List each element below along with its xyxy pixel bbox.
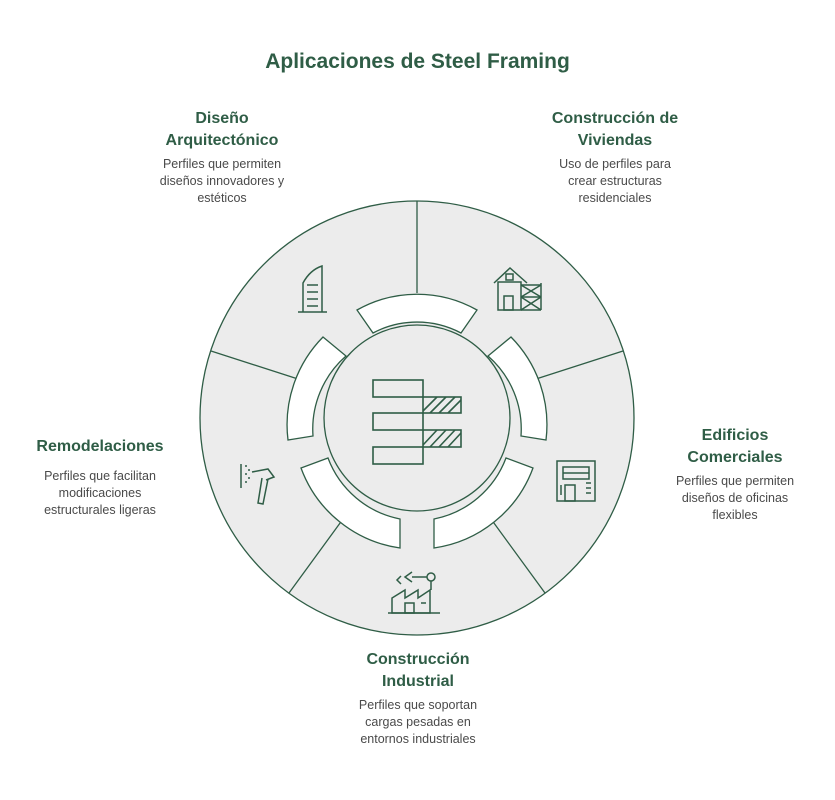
segment-description: Perfiles que permiten diseños de oficina… xyxy=(675,474,795,522)
diagram-title: Aplicaciones de Steel Framing xyxy=(265,50,570,73)
hammer-icon xyxy=(240,464,276,505)
steel-frame-icon xyxy=(372,379,462,465)
segment-title: Construcción Industrial xyxy=(366,651,470,690)
segment-edificios-comerciales: Edificios Comerciales Perfiles que permi… xyxy=(640,425,830,524)
house-construction-icon xyxy=(493,266,542,311)
inner-ring-arcs xyxy=(286,293,548,549)
segment-description: Perfiles que soportan cargas pesadas en … xyxy=(358,698,478,746)
segment-description: Perfiles que facilitan modificaciones es… xyxy=(44,469,156,517)
arc-left xyxy=(286,336,348,441)
factory-icon xyxy=(388,571,440,614)
segment-title: Remodelaciones xyxy=(36,438,164,455)
arc-right xyxy=(486,336,548,441)
segment-title: Edificios Comerciales xyxy=(687,427,783,466)
arc-bottom-left xyxy=(300,457,401,549)
arc-bottom-right xyxy=(433,457,534,549)
segment-description: Perfiles que permiten diseños innovadore… xyxy=(159,157,285,205)
office-building-icon xyxy=(556,460,596,502)
segment-construccion-industrial: Construcción Industrial Perfiles que sop… xyxy=(318,649,518,748)
arc-top xyxy=(356,293,478,334)
segment-title: Diseño Arquitectónico xyxy=(165,110,279,149)
skyscraper-icon xyxy=(298,264,327,313)
segment-construccion-viviendas: Construcción de Viviendas Uso de perfile… xyxy=(520,108,710,207)
segment-description: Uso de perfiles para crear estructuras r… xyxy=(559,157,671,205)
segment-dividers xyxy=(210,201,624,594)
segment-diseno-arquitectonico: Diseño Arquitectónico Perfiles que permi… xyxy=(127,108,317,207)
segment-remodelaciones: Remodelaciones Perfiles que facilitan mo… xyxy=(5,436,195,519)
center-circle xyxy=(323,324,511,512)
segment-title: Construcción de Viviendas xyxy=(551,110,679,149)
